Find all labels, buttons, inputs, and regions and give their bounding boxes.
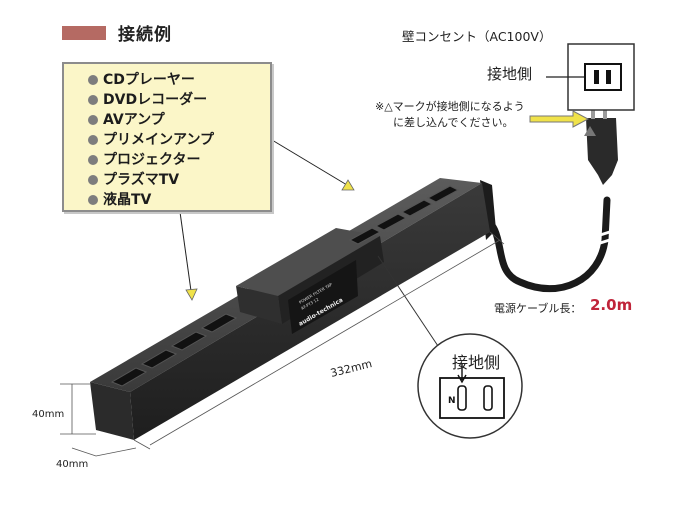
cable-length-label: 電源ケーブル長：: [494, 302, 582, 315]
outlet-socket: [140, 349, 178, 369]
socket-slot-left: [594, 70, 599, 84]
title-swatch: [62, 26, 106, 40]
dim-length-line: [149, 239, 501, 446]
strip-outlets-right: [348, 185, 460, 245]
socket-slot-right: [606, 70, 611, 84]
plug-note-line1: ※△マークが接地側になるよう: [375, 100, 525, 113]
device-arrow-left-head: [185, 288, 198, 301]
bullet-dot-icon: [88, 115, 98, 125]
dim-length-ext-right: [489, 231, 505, 245]
device-item: 液晶TV: [88, 190, 270, 210]
bullet-dot-icon: [88, 195, 98, 205]
closeup-n-mark: N: [448, 396, 456, 406]
outlet-socket: [348, 227, 382, 245]
device-arrow-right-head: [341, 179, 355, 191]
cable-length-value: 2.0m: [590, 296, 633, 314]
bullet-dot-icon: [88, 175, 98, 185]
closeup-socket: [439, 377, 505, 419]
device-arrow-right: [271, 139, 353, 189]
ground-side-label: 接地側: [487, 65, 533, 83]
dim-width-line: [71, 447, 137, 457]
bullet-dot-icon: [88, 155, 98, 165]
outlet-socket: [200, 313, 238, 333]
bullet-dot-icon: [88, 75, 98, 85]
device-item: プラズマTV: [88, 170, 270, 190]
strip-outlets-left: [110, 313, 238, 387]
plug-ground-mark: [584, 126, 596, 136]
dimension-lines: [60, 231, 505, 457]
strip-raised-top: [236, 228, 380, 296]
bullet-dot-icon: [88, 95, 98, 105]
strip-right-end: [480, 180, 496, 240]
closeup-slot-n: [457, 385, 467, 411]
device-arrow-left: [179, 211, 193, 299]
strip-raised-end: [236, 286, 282, 324]
strip-front-face: [90, 382, 134, 440]
note-arrow: [529, 110, 590, 128]
outlet-socket: [400, 199, 434, 217]
plug-note-line2: に差し込んでください。: [393, 116, 514, 129]
width-dimension: 40mm: [56, 459, 89, 470]
device-item: CDプレーヤー: [88, 70, 270, 90]
outlet-socket: [374, 213, 408, 231]
device-item: AVアンプ: [88, 110, 270, 130]
outlet-socket: [426, 185, 460, 203]
device-item: プロジェクター: [88, 150, 270, 170]
wall-socket: [584, 63, 622, 91]
device-item: プリメインアンプ: [88, 130, 270, 150]
device-list-box: CDプレーヤー DVDレコーダー AVアンプ プリメインアンプ プロジェクター …: [62, 62, 272, 212]
outlet-socket: [110, 367, 148, 387]
closeup-pointer-arrow: [457, 364, 467, 384]
cable-break-mark: [596, 228, 617, 246]
outlet-socket: [170, 331, 208, 351]
closeup-slot-l: [483, 385, 493, 411]
product-label-plate: [288, 260, 358, 334]
power-cable: [476, 196, 611, 293]
height-dimension: 40mm: [32, 409, 65, 420]
wall-outlet-label: 壁コンセント（AC100V）: [402, 29, 552, 44]
device-item: DVDレコーダー: [88, 90, 270, 110]
section-title: 接続例: [118, 25, 172, 45]
closeup-callout-line: [377, 255, 439, 347]
dim-height-ext: [60, 383, 96, 435]
dim-length-ext-left: [133, 439, 151, 450]
closeup-ground-side-label: 接地側: [452, 353, 501, 372]
bullet-dot-icon: [88, 135, 98, 145]
